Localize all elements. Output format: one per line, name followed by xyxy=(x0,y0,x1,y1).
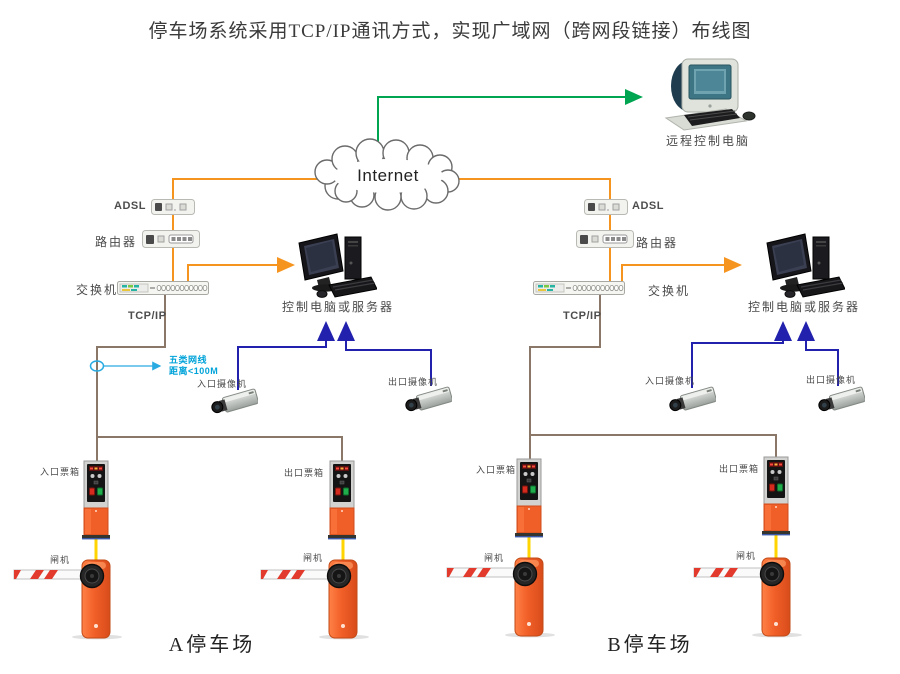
entry-ticketbox-label-a: 入口票箱 xyxy=(40,467,81,477)
switch-label-b: 交换机 xyxy=(648,284,691,298)
entry-camera-a xyxy=(206,384,258,422)
exit-gate-label-b: 闸机 xyxy=(736,551,757,561)
entry-gate-b xyxy=(445,546,560,638)
exit-camera-label-b: 出口摄像机 xyxy=(806,375,857,385)
router-b xyxy=(576,230,634,248)
line-switch-server-b xyxy=(621,257,742,282)
entry-camera-label-a: 入口摄像机 xyxy=(197,379,248,389)
line-tcpip-exitbox-b xyxy=(530,434,777,458)
entry-gate-label-a: 闸机 xyxy=(50,555,71,565)
cat5-callout-circle xyxy=(89,360,105,372)
cat5-note-line1: 五类网线 xyxy=(169,355,208,365)
entry-gate-label-b: 闸机 xyxy=(484,553,505,563)
adsl-modem-a xyxy=(151,199,195,215)
adsl-modem-b xyxy=(584,199,628,215)
line-exit-camera-server-b xyxy=(797,321,839,386)
site-label-b: B停车场 xyxy=(607,634,693,656)
line-tcpip-exitbox-a xyxy=(97,436,343,462)
exit-ticketbox-label-a: 出口票箱 xyxy=(284,468,325,478)
line-tcpip-entrybox-a xyxy=(96,295,166,462)
exit-ticketbox-a xyxy=(327,460,357,540)
server-pc-a xyxy=(295,231,377,303)
site-label-a: A停车场 xyxy=(168,634,256,656)
exit-ticketbox-label-b: 出口票箱 xyxy=(719,464,760,474)
exit-gate-label-a: 闸机 xyxy=(303,553,324,563)
entry-ticketbox-b xyxy=(514,458,544,538)
entry-camera-b xyxy=(664,382,716,420)
tcpip-label-b: TCP/IP xyxy=(563,310,602,322)
exit-camera-label-a: 出口摄像机 xyxy=(388,377,439,387)
switch-b xyxy=(533,281,625,295)
remote-pc-label: 远程控制电脑 xyxy=(665,134,750,148)
internet-cloud xyxy=(314,138,460,211)
exit-gate-a xyxy=(259,548,374,640)
internet-label: Internet xyxy=(357,166,419,185)
server-label-b: 控制电脑或服务器 xyxy=(747,300,860,314)
entry-ticketbox-a xyxy=(81,460,111,540)
tcpip-label-a: TCP/IP xyxy=(128,310,167,322)
cat5-note-line2: 距离<100M xyxy=(169,366,219,376)
server-label-a: 控制电脑或服务器 xyxy=(281,300,394,314)
exit-camera-a xyxy=(400,382,452,420)
line-tcpip-entrybox-b xyxy=(529,295,601,460)
switch-label-a: 交换机 xyxy=(76,283,119,297)
exit-gate-b xyxy=(692,546,807,638)
router-a xyxy=(142,230,200,248)
diagram-title: 停车场系统采用TCP/IP通讯方式，实现广域网（跨网段链接）布线图 xyxy=(148,21,752,42)
line-entry-camera-server-b xyxy=(691,321,792,388)
line-switch-server-a xyxy=(187,257,295,282)
adsl-label-a: ADSL xyxy=(114,200,146,212)
switch-a xyxy=(117,281,209,295)
router-label-a: 路由器 xyxy=(95,235,138,249)
entry-gate-a xyxy=(12,548,127,640)
router-label-b: 路由器 xyxy=(636,236,679,250)
line-internet-remote-pc xyxy=(377,89,643,152)
server-pc-b xyxy=(763,231,845,303)
line-entry-camera-server-a xyxy=(237,321,335,390)
entry-ticketbox-label-b: 入口票箱 xyxy=(476,465,517,475)
entry-camera-label-b: 入口摄像机 xyxy=(645,376,696,386)
line-exit-camera-server-a xyxy=(337,321,432,386)
remote-pc xyxy=(658,56,760,134)
exit-camera-b xyxy=(813,382,865,420)
cat5-note: 五类网线 距离<100M xyxy=(169,355,218,377)
adsl-label-b: ADSL xyxy=(632,200,664,212)
exit-ticketbox-b xyxy=(761,456,791,536)
